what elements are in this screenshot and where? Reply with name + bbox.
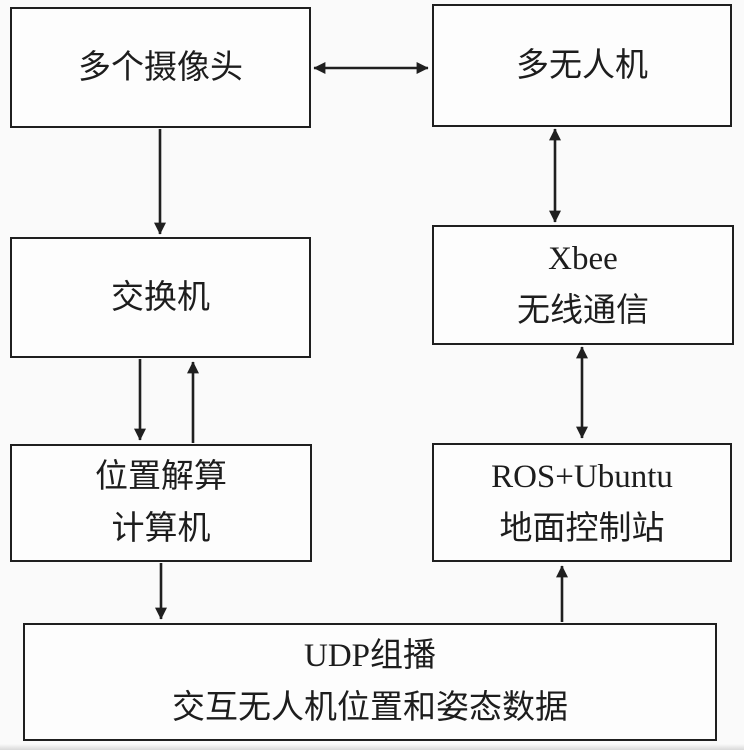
node-label: 多无人机	[516, 47, 648, 84]
node-label-line2: 交互无人机位置和姿态数据	[172, 690, 568, 726]
node-label-line2: 地面控制站	[499, 510, 665, 547]
node-label-line1: Xbee	[548, 241, 618, 277]
node-label: 多个摄像头	[78, 49, 243, 86]
node-label-line1: ROS+Ubuntu	[491, 458, 673, 495]
node-udp-multicast: UDP组播 交互无人机位置和姿态数据	[23, 623, 717, 741]
scan-artifact-bottom	[0, 744, 744, 750]
node-multiple-drones: 多无人机	[432, 4, 732, 127]
node-label-line2: 计算机	[111, 511, 211, 547]
node-ros-ubuntu-ground-station: ROS+Ubuntu 地面控制站	[432, 443, 732, 562]
node-multiple-cameras: 多个摄像头	[10, 7, 311, 128]
node-label: 交换机	[111, 279, 210, 316]
node-label-line2: 无线通信	[517, 293, 649, 329]
node-xbee-wireless: Xbee 无线通信	[432, 225, 734, 345]
node-network-switch: 交换机	[10, 237, 311, 358]
node-label-line1: 位置解算	[95, 459, 227, 495]
node-position-solver-computer: 位置解算 计算机	[10, 444, 312, 562]
node-label-line1: UDP组播	[303, 638, 437, 674]
